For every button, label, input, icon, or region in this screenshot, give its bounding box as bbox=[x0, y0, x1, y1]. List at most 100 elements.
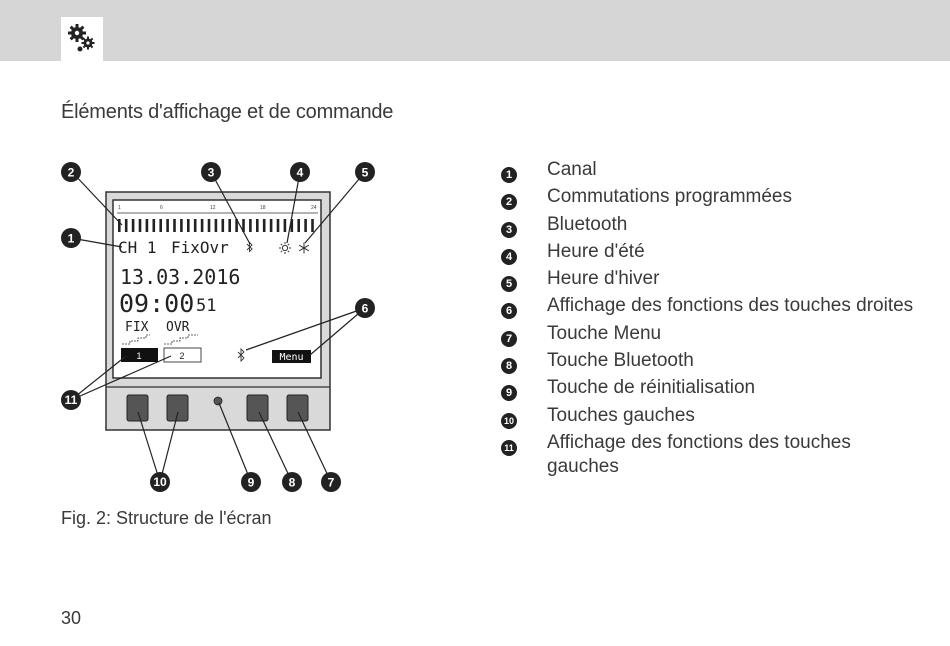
menu-key-function bbox=[272, 350, 311, 363]
scale-tick: 6 bbox=[160, 205, 163, 211]
switching-bar bbox=[187, 219, 190, 232]
lcd-mode: FixOvr bbox=[171, 238, 229, 257]
switching-bar bbox=[159, 219, 162, 232]
svg-text:3: 3 bbox=[208, 166, 215, 180]
legend-item: 9 Touche de réinitialisation bbox=[501, 376, 921, 403]
legend-item: 5 Heure d'hiver bbox=[501, 267, 921, 294]
scale-tick: 24 bbox=[311, 205, 317, 211]
switching-bar bbox=[311, 219, 314, 232]
left-button-2[interactable] bbox=[166, 394, 189, 422]
legend-item: 3 Bluetooth bbox=[501, 213, 921, 240]
legend-text: Touche Bluetooth bbox=[547, 350, 694, 372]
sun-icon bbox=[279, 242, 291, 254]
bluetooth-button[interactable] bbox=[246, 394, 269, 422]
svg-text:1: 1 bbox=[68, 232, 75, 246]
scale-tick: 18 bbox=[260, 205, 266, 211]
legend-item: 7 Touche Menu bbox=[501, 322, 921, 349]
switching-bar bbox=[193, 219, 197, 232]
svg-text:11: 11 bbox=[65, 393, 78, 407]
page-number: 30 bbox=[61, 608, 82, 628]
legend-bullet: 9 bbox=[501, 385, 517, 402]
legend-bullet: 4 bbox=[501, 248, 517, 265]
svg-text:6: 6 bbox=[362, 302, 369, 316]
legend-text: Affichage des fonctions des touches gauc… bbox=[547, 431, 851, 478]
header-bar bbox=[0, 0, 950, 61]
scale-tick: 12 bbox=[210, 205, 216, 211]
legend-text: Touche de réinitialisation bbox=[547, 377, 756, 399]
switching-bar bbox=[207, 219, 211, 232]
svg-text:8: 8 bbox=[289, 476, 296, 490]
legend-item: 8 Touche Bluetooth bbox=[501, 349, 921, 376]
legend-text: Commutations programmées bbox=[547, 186, 792, 208]
legend-bullet: 11 bbox=[501, 439, 517, 456]
legend-text: Heure d'hiver bbox=[547, 268, 660, 290]
legend-bullet: 6 bbox=[501, 303, 517, 320]
left-key-1-function bbox=[121, 348, 158, 362]
callout-2: 2 bbox=[61, 162, 81, 182]
switching-bar bbox=[214, 219, 218, 232]
lcd-label-fix: FIX bbox=[125, 320, 149, 335]
left-key-2-label: 2 bbox=[179, 351, 184, 361]
legend-bullet: 7 bbox=[501, 330, 517, 347]
svg-text:2: 2 bbox=[68, 166, 75, 180]
header-icon-tab bbox=[61, 17, 103, 61]
lcd-time: 09:00 bbox=[119, 289, 194, 318]
switching-bar bbox=[200, 219, 204, 232]
switching-bar bbox=[249, 219, 252, 232]
callout-6: 6 bbox=[355, 298, 375, 318]
callout-11: 11 bbox=[61, 390, 81, 410]
lcd-label-ovr: OVR bbox=[166, 320, 190, 335]
legend-bullet: 8 bbox=[501, 358, 517, 375]
svg-text:10: 10 bbox=[153, 475, 167, 489]
legend-text: Bluetooth bbox=[547, 213, 628, 235]
switching-bar bbox=[297, 219, 300, 232]
svg-text:4: 4 bbox=[297, 166, 304, 180]
callout-3: 3 bbox=[201, 162, 221, 182]
legend-text: Canal bbox=[547, 159, 597, 180]
switching-bar bbox=[276, 219, 280, 232]
scale-tick: 1 bbox=[118, 205, 121, 211]
bluetooth-key-icon bbox=[237, 347, 245, 363]
switching-bar bbox=[138, 219, 142, 232]
legend-text: Heure d'été bbox=[547, 240, 645, 262]
lcd-channel: CH 1 bbox=[118, 238, 157, 257]
menu-button[interactable] bbox=[286, 394, 309, 422]
svg-text:9: 9 bbox=[248, 476, 255, 490]
switching-bar bbox=[173, 219, 176, 232]
svg-text:7: 7 bbox=[328, 476, 335, 490]
switching-bar bbox=[124, 219, 128, 232]
switching-bar bbox=[256, 219, 259, 232]
screen-structure-diagram: 1 6 12 18 24 CH 1 FixOvr 13.03.2016 09:0… bbox=[61, 162, 375, 492]
switching-bar bbox=[152, 219, 156, 232]
switching-bar bbox=[304, 219, 307, 232]
left-button-1[interactable] bbox=[126, 394, 149, 422]
switching-bar bbox=[269, 219, 273, 232]
legend-text: Touche Menu bbox=[547, 322, 662, 344]
reset-button[interactable] bbox=[213, 396, 223, 406]
switching-bar bbox=[166, 219, 169, 232]
legend-bullet: 1 bbox=[501, 167, 517, 183]
callout-10: 10 bbox=[150, 472, 170, 492]
callout-7: 7 bbox=[321, 472, 341, 492]
switching-bar bbox=[145, 219, 149, 232]
callout-4: 4 bbox=[290, 162, 310, 182]
switching-bar bbox=[228, 219, 231, 232]
switching-bar bbox=[221, 219, 225, 232]
switching-bar bbox=[290, 219, 294, 232]
callout-8: 8 bbox=[282, 472, 302, 492]
callout-5: 5 bbox=[355, 162, 375, 182]
switching-bar bbox=[118, 219, 121, 232]
svg-text:5: 5 bbox=[362, 166, 369, 180]
figure-caption: Fig. 2: Structure de l'écran bbox=[61, 508, 272, 528]
page-title: Éléments d'affichage et de commande bbox=[61, 101, 394, 123]
legend-item: 1 Canal bbox=[501, 158, 921, 185]
legend-bullet: 5 bbox=[501, 276, 517, 293]
legend-bullet: 3 bbox=[501, 221, 517, 238]
switching-bar bbox=[180, 219, 183, 232]
programmed-switching-bars bbox=[118, 219, 314, 232]
switching-bar bbox=[242, 219, 245, 232]
